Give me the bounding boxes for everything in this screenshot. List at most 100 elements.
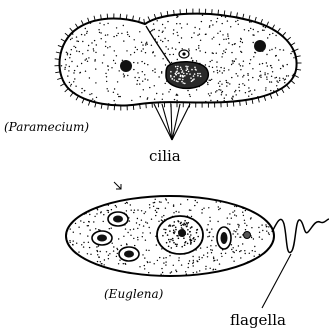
stipple-dot (137, 49, 138, 50)
stipple-dot (242, 76, 243, 77)
stipple-dot (268, 226, 269, 227)
stipple-dot (238, 24, 239, 25)
stipple-dot (87, 50, 88, 51)
stipple-dot (65, 64, 66, 65)
stipple-dot (269, 50, 270, 51)
stipple-dot (244, 85, 245, 86)
stipple-dot (137, 72, 138, 73)
stipple-dot (117, 253, 118, 254)
stipple-dot (199, 73, 201, 75)
stipple-dot (226, 39, 227, 40)
stipple-dot (210, 268, 211, 269)
stipple-dot (231, 249, 232, 250)
stipple-dot (101, 263, 102, 264)
stipple-dot (111, 228, 112, 229)
stipple-dot (149, 87, 150, 88)
stipple-dot (228, 38, 229, 39)
stipple-dot (212, 38, 213, 39)
stipple-dot (184, 83, 186, 85)
stipple-dot (271, 81, 272, 82)
stipple-dot (70, 39, 71, 40)
stipple-dot (84, 34, 85, 35)
stipple-dot (252, 68, 253, 69)
stipple-dot (176, 211, 177, 212)
cilium (70, 93, 73, 97)
stipple-dot (234, 61, 235, 62)
stipple-dot (104, 264, 105, 265)
stipple-dot (265, 27, 266, 28)
stipple-dot (193, 32, 194, 33)
stipple-dot (147, 64, 148, 65)
stipple-dot (175, 66, 177, 68)
stipple-dot (125, 264, 126, 265)
stipple-dot (169, 54, 170, 55)
stipple-dot (85, 28, 86, 29)
stipple-dot (272, 33, 273, 34)
stipple-dot (188, 48, 189, 49)
stipple-dot (235, 236, 236, 237)
stipple-dot (233, 261, 234, 262)
stipple-dot (235, 231, 236, 232)
stipple-dot (144, 268, 145, 269)
stipple-dot (277, 82, 278, 83)
stipple-dot (221, 16, 222, 17)
stipple-dot (98, 229, 99, 230)
stipple-dot (155, 102, 156, 103)
stipple-dot (117, 249, 118, 250)
paramecium-contractile-vacuole-left (120, 60, 132, 72)
stipple-dot (108, 205, 109, 206)
stipple-dot (259, 75, 260, 76)
stipple-dot (197, 75, 199, 77)
stipple-dot (186, 70, 188, 72)
stipple-dot (227, 33, 228, 34)
stipple-dot (178, 221, 180, 223)
stipple-dot (100, 32, 101, 33)
stipple-dot (260, 77, 261, 78)
stipple-dot (173, 225, 175, 227)
stipple-dot (222, 72, 223, 73)
cilium (291, 81, 295, 84)
stipple-dot (269, 234, 270, 235)
stipple-dot (93, 50, 94, 51)
stipple-dot (165, 257, 166, 258)
stipple-dot (154, 85, 155, 86)
stipple-dot (186, 273, 187, 274)
stipple-dot (292, 51, 293, 52)
stipple-dot (211, 79, 212, 80)
stipple-dot (114, 50, 115, 51)
stipple-dot (171, 78, 173, 80)
stipple-dot (177, 32, 178, 33)
stipple-dot (193, 272, 194, 273)
stipple-dot (218, 209, 219, 210)
stipple-dot (136, 222, 137, 223)
stipple-dot (124, 75, 125, 76)
stipple-dot (155, 215, 156, 216)
stipple-dot (181, 72, 183, 74)
stipple-dot (75, 86, 76, 87)
stipple-dot (251, 227, 252, 228)
stipple-dot (239, 90, 240, 91)
stipple-dot (91, 93, 92, 94)
stipple-dot (245, 92, 246, 93)
stipple-dot (134, 77, 135, 78)
stipple-dot (213, 37, 214, 38)
stipple-dot (186, 226, 188, 228)
stipple-dot (154, 202, 155, 203)
stipple-dot (147, 222, 148, 223)
stipple-dot (99, 23, 100, 24)
stipple-dot (232, 96, 233, 97)
stipple-dot (209, 217, 210, 218)
stipple-dot (162, 99, 163, 100)
stipple-dot (181, 68, 183, 70)
stipple-dot (213, 236, 214, 237)
stipple-dot (88, 45, 89, 46)
stipple-dot (98, 207, 99, 208)
stipple-dot (147, 98, 148, 99)
stipple-dot (220, 201, 221, 202)
stipple-dot (139, 83, 140, 84)
stipple-dot (141, 220, 142, 221)
stipple-dot (239, 84, 240, 85)
stipple-dot (134, 52, 135, 53)
stipple-dot (210, 100, 211, 101)
stipple-dot (170, 76, 172, 78)
